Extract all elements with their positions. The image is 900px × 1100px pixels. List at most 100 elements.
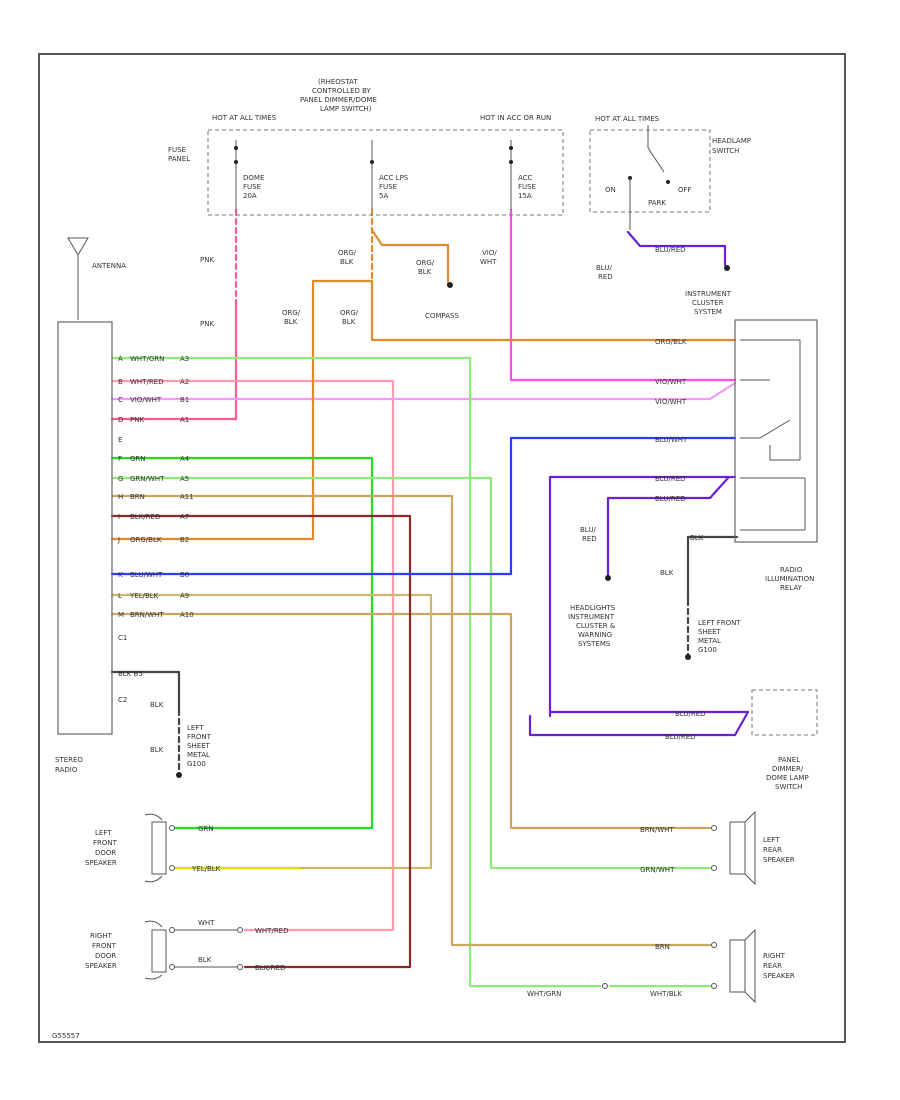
relay-label-1: RADIO bbox=[780, 566, 803, 574]
diagram-frame bbox=[38, 53, 846, 1043]
stereo-pin-cavity: A5 bbox=[180, 475, 189, 483]
headlights-l1: HEADLIGHTS bbox=[570, 604, 616, 612]
lf-speaker-icon bbox=[144, 813, 167, 883]
wire-blk-red bbox=[110, 514, 412, 969]
stereo-ground-l2: FRONT bbox=[187, 733, 212, 741]
stereo-c2-label: C2 bbox=[118, 696, 127, 704]
headlights-l5: SYSTEMS bbox=[578, 640, 611, 648]
headlamp-park-label: PARK bbox=[648, 199, 666, 207]
headlamp-hot-label: HOT AT ALL TIMES bbox=[595, 115, 660, 123]
wire-blu-red-cluster bbox=[548, 475, 737, 718]
org-blk-top-1: ORG/ bbox=[338, 249, 357, 257]
fuse2-label-c: 5A bbox=[379, 192, 388, 200]
wire-org-blk-cluster bbox=[370, 279, 737, 342]
stereo-pin-cavity: A7 bbox=[180, 513, 189, 521]
fuse3-dot bbox=[509, 146, 513, 150]
fuse1-label-a: DOME bbox=[243, 174, 264, 182]
cluster-label-2: CLUSTER bbox=[692, 299, 724, 307]
lf-l1: LEFT bbox=[95, 829, 112, 837]
stereo-pin-wire: VIO/WHT bbox=[130, 396, 162, 404]
rf-connector-2 bbox=[237, 964, 243, 970]
rr-speaker-term-1 bbox=[711, 942, 717, 948]
stereo-pin-f: F bbox=[118, 455, 122, 463]
stereo-pin-h: H bbox=[118, 493, 123, 501]
cluster-pin-blu-wht: BLU/WHT bbox=[655, 436, 688, 444]
lr-l3: SPEAKER bbox=[763, 856, 795, 864]
lf-w2: YEL/BLK bbox=[191, 865, 221, 873]
headlights-l4: WARNING bbox=[578, 631, 612, 639]
stereo-pin-c: C bbox=[118, 396, 123, 404]
stereo-pin-wire: WHT/RED bbox=[130, 378, 164, 386]
headlamp-connector bbox=[724, 265, 730, 271]
stereo-blk-pin-label: BLK B5 bbox=[118, 670, 143, 678]
wire-grn-wht bbox=[110, 476, 712, 870]
blu-red-top-label: BLU/RED bbox=[655, 246, 686, 254]
stereo-label-1: STEREO bbox=[55, 756, 83, 764]
hot-in-acc-label: HOT IN ACC OR RUN bbox=[480, 114, 551, 122]
panel-dimmer-box bbox=[751, 689, 818, 736]
dimmer-wire-1: BLU/RED bbox=[675, 710, 706, 718]
headlamp-label-2: SWITCH bbox=[712, 147, 739, 155]
cluster-label-1: INSTRUMENT bbox=[685, 290, 732, 298]
rf-w2b: BLK/RED bbox=[255, 964, 285, 972]
blu-red-label-2: RED bbox=[598, 273, 613, 281]
relay-label-3: RELAY bbox=[780, 584, 803, 592]
wire-brn-wht bbox=[110, 612, 712, 830]
org-blk-mid-1: ORG/ bbox=[416, 259, 435, 267]
stereo-pin-wire: BRN bbox=[130, 493, 145, 501]
dimmer-l1: PANEL bbox=[778, 756, 800, 764]
compass-label: COMPASS bbox=[425, 312, 459, 320]
dimmer-wire-2: BLU/RED bbox=[665, 733, 696, 741]
rf-connector-1 bbox=[237, 927, 243, 933]
rr-connector bbox=[602, 983, 608, 989]
vio-wht-label-2: WHT bbox=[480, 258, 497, 266]
headlamp-off-contact bbox=[666, 180, 670, 184]
fuse-title-1: (RHEOSTAT bbox=[318, 78, 358, 86]
stereo-label-2: RADIO bbox=[55, 766, 78, 774]
stereo-ground-icon bbox=[176, 772, 182, 778]
rf-speaker-term-1 bbox=[169, 927, 175, 933]
lf-l2: FRONT bbox=[93, 839, 118, 847]
stereo-radio-box bbox=[57, 321, 113, 735]
fuse-title-4: LAMP SWITCH) bbox=[320, 105, 372, 113]
blu-red-label-1: BLU/ bbox=[596, 264, 612, 272]
stereo-pin-wire: ORG/BLK bbox=[130, 536, 162, 544]
fuse-panel-label-1: FUSE bbox=[168, 146, 186, 154]
headlamp-off-label: OFF bbox=[678, 186, 692, 194]
stereo-pin-k: K bbox=[118, 571, 123, 579]
wire-blu-wht bbox=[110, 436, 737, 576]
stereo-pin-cavity: A10 bbox=[180, 611, 194, 619]
stereo-pin-b: B bbox=[118, 378, 123, 386]
stereo-pin-wire: WHT/GRN bbox=[130, 355, 164, 363]
rf-w2: BLK bbox=[198, 956, 212, 964]
stereo-pin-wire: PNK bbox=[130, 416, 144, 424]
lr-l2: REAR bbox=[763, 846, 782, 854]
rf-w1: WHT bbox=[198, 919, 215, 927]
org-blk-right-2: BLK bbox=[342, 318, 356, 326]
stereo-pin-cavity: A2 bbox=[180, 378, 189, 386]
fuse-panel-box bbox=[207, 129, 564, 216]
headlights-l2: INSTRUMENT bbox=[568, 613, 615, 621]
rf-l1: RIGHT bbox=[90, 932, 113, 940]
rr-l2: REAR bbox=[763, 962, 782, 970]
stereo-pin-wire: BRN/WHT bbox=[130, 611, 164, 619]
lr-speaker-term-1 bbox=[711, 825, 717, 831]
fuse3-label-c: 15A bbox=[518, 192, 532, 200]
rr-w2b: WHT/BLK bbox=[650, 990, 683, 998]
fuse-title-2: CONTROLLED BY bbox=[312, 87, 372, 95]
stereo-pin-cavity: B2 bbox=[180, 536, 189, 544]
rf-speaker-leads bbox=[175, 929, 237, 968]
headlights-connector bbox=[605, 575, 611, 581]
pnk-label-mid: PNK bbox=[200, 320, 214, 328]
org-blk-right-1: ORG/ bbox=[340, 309, 359, 317]
wire-wht-red bbox=[110, 379, 395, 932]
stereo-pin-e: E bbox=[118, 436, 122, 444]
stereo-pin-cavity: A11 bbox=[180, 493, 194, 501]
stereo-blk-label-1: BLK bbox=[150, 701, 164, 709]
wire-blu-red-top bbox=[626, 230, 727, 267]
relay-ground-l4: G100 bbox=[698, 646, 717, 654]
rf-speaker-icon bbox=[144, 920, 167, 980]
wire-grn bbox=[110, 456, 374, 830]
